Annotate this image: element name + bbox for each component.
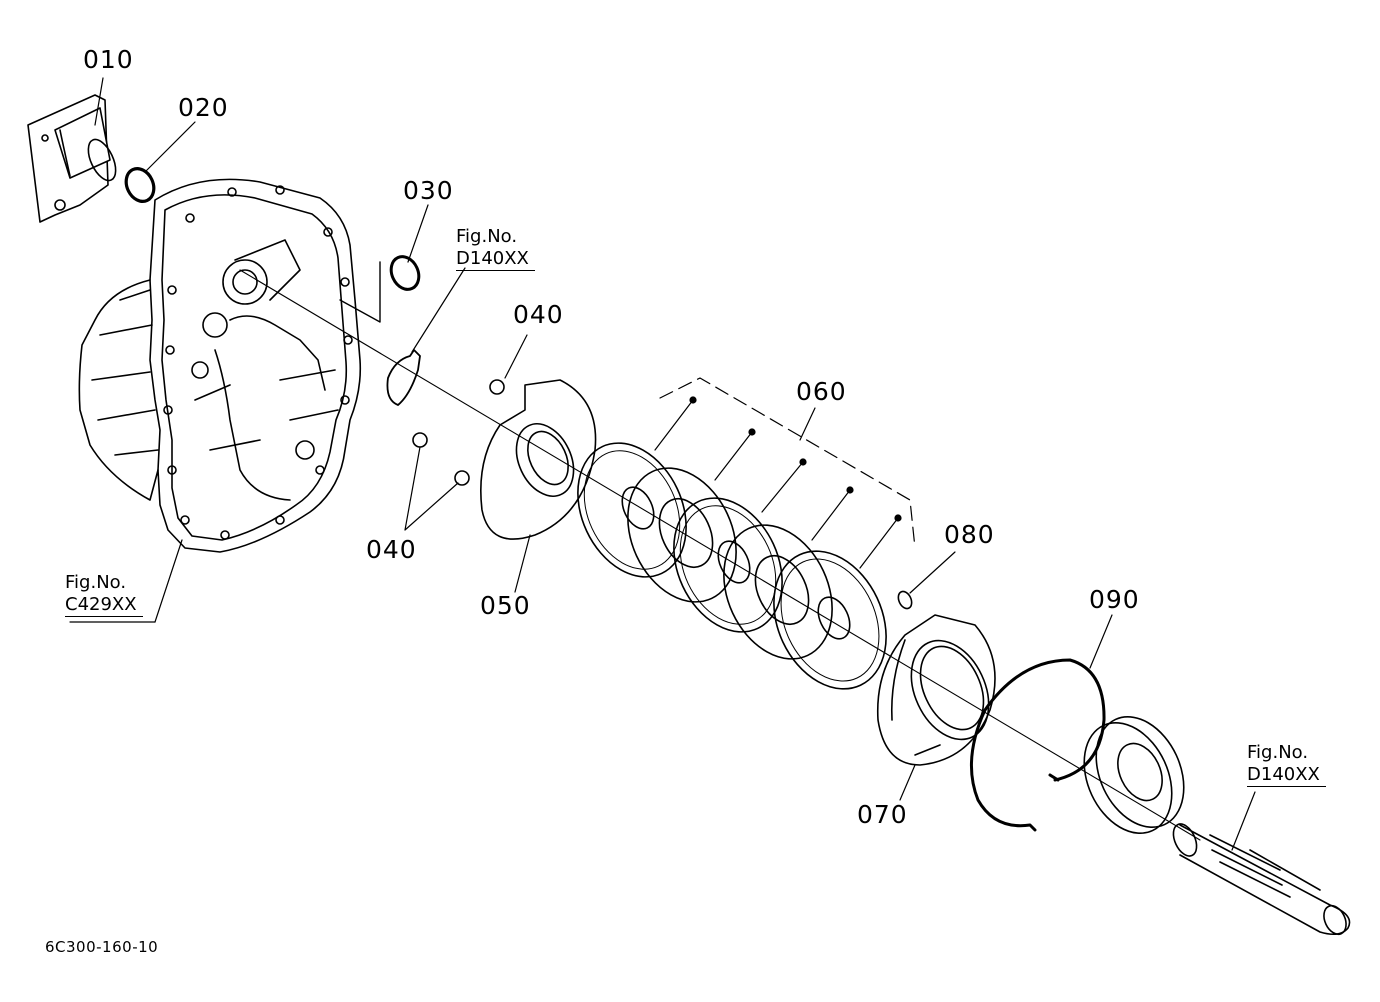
part-050-thrust-plate bbox=[481, 380, 596, 539]
center-axis-line bbox=[240, 270, 1200, 840]
part-030-seal-ring bbox=[386, 252, 424, 294]
part-040-ball bbox=[455, 471, 469, 485]
label-040-upper: 040 bbox=[513, 300, 564, 329]
part-020-o-ring bbox=[121, 164, 159, 206]
label-080: 080 bbox=[944, 520, 995, 549]
housing-case bbox=[79, 179, 360, 552]
fig-ref-caption: Fig.No. bbox=[65, 572, 127, 593]
part-060-friction-discs bbox=[557, 425, 907, 707]
fig-ref-c429xx: Fig.No. C429XX bbox=[65, 572, 143, 617]
fig-ref-number: C429XX bbox=[65, 594, 143, 617]
label-040-lower: 040 bbox=[366, 535, 417, 564]
bearing bbox=[1067, 703, 1201, 848]
part-080-pin bbox=[896, 589, 914, 610]
label-020: 020 bbox=[178, 93, 229, 122]
label-090: 090 bbox=[1089, 585, 1140, 614]
fig-ref-caption: Fig.No. bbox=[456, 226, 518, 247]
part-010-shaft-plate bbox=[28, 95, 121, 222]
drawing-code: 6C300-160-10 bbox=[45, 938, 159, 956]
label-060: 060 bbox=[796, 377, 847, 406]
label-030: 030 bbox=[403, 176, 454, 205]
part-040-ball bbox=[490, 380, 504, 394]
part-070-piston bbox=[878, 615, 1004, 765]
part-030-bracket bbox=[340, 262, 380, 322]
leader-lines bbox=[70, 78, 1255, 850]
part-060-leaders bbox=[655, 378, 915, 568]
label-050: 050 bbox=[480, 591, 531, 620]
snap-ring bbox=[387, 350, 420, 405]
label-010: 010 bbox=[83, 45, 134, 74]
fig-ref-d140xx-lower: Fig.No. D140XX bbox=[1247, 742, 1326, 787]
fig-ref-number: D140XX bbox=[1247, 764, 1326, 787]
output-shaft bbox=[1169, 820, 1351, 937]
fig-ref-caption: Fig.No. bbox=[1247, 742, 1309, 763]
part-090-retaining-ring bbox=[971, 660, 1104, 830]
part-040-ball bbox=[413, 433, 427, 447]
fig-ref-d140xx-upper: Fig.No. D140XX bbox=[456, 226, 535, 271]
label-070: 070 bbox=[857, 800, 908, 829]
fig-ref-number: D140XX bbox=[456, 248, 535, 271]
